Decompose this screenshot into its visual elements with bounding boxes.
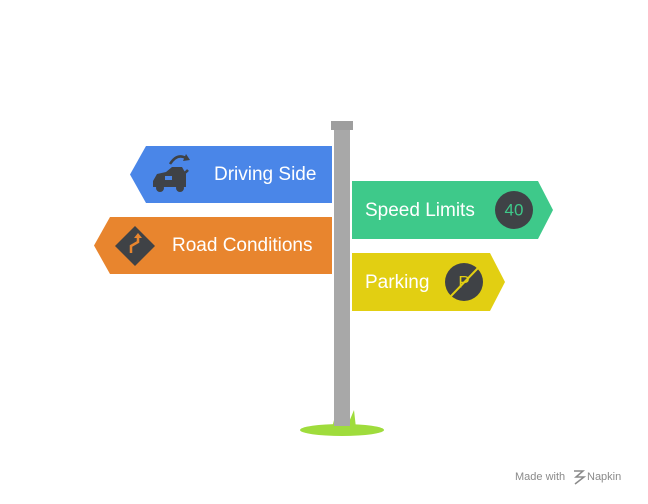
- watermark-brand: Napkin: [587, 471, 621, 483]
- no-parking-icon: P: [445, 263, 483, 301]
- sign-driving-side: Driving Side: [130, 146, 332, 203]
- sign-parking: P Parking: [352, 253, 505, 311]
- sign-label-driving-side: Driving Side: [214, 164, 316, 185]
- sign-speed-limits: 40 Speed Limits: [352, 181, 553, 239]
- speed-limit-icon: 40: [495, 191, 533, 229]
- napkin-logo-icon: [573, 470, 587, 485]
- sign-label-road-conditions: Road Conditions: [172, 235, 312, 256]
- road-warning-icon: [115, 226, 155, 266]
- signpost-pole: [331, 121, 353, 426]
- watermark-prefix: Made with: [515, 471, 565, 483]
- sign-road-conditions: Road Conditions: [94, 217, 332, 274]
- speed-limit-value: 40: [505, 200, 524, 219]
- napkin-watermark: Made with Napkin: [515, 470, 621, 485]
- sign-label-speed-limits: Speed Limits: [365, 200, 475, 221]
- car-swap-icon: [153, 154, 190, 192]
- sign-label-parking: Parking: [365, 272, 429, 293]
